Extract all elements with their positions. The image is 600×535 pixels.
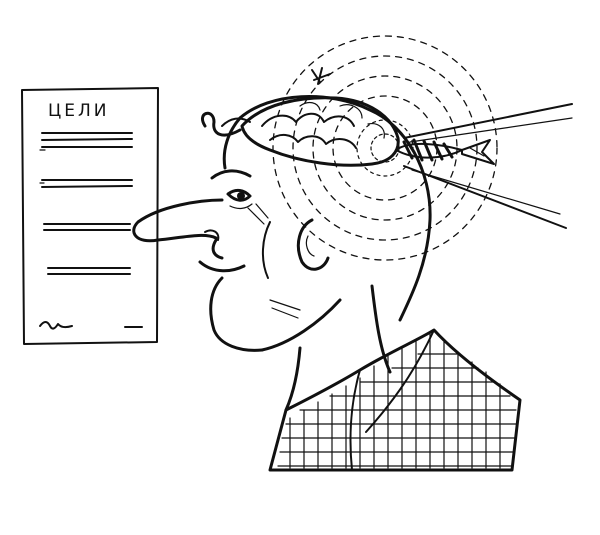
jacket-check-pattern [277, 333, 517, 469]
goals-poster: ЦЕЛИ [21, 87, 159, 345]
poster-signature [39, 321, 143, 330]
man-profile [132, 95, 432, 412]
poster-title: ЦЕЛИ [48, 101, 109, 121]
jacket [268, 328, 522, 472]
brain [240, 67, 400, 167]
poster-text-lines [39, 132, 133, 275]
target-rings [272, 35, 498, 261]
dart [395, 103, 573, 229]
